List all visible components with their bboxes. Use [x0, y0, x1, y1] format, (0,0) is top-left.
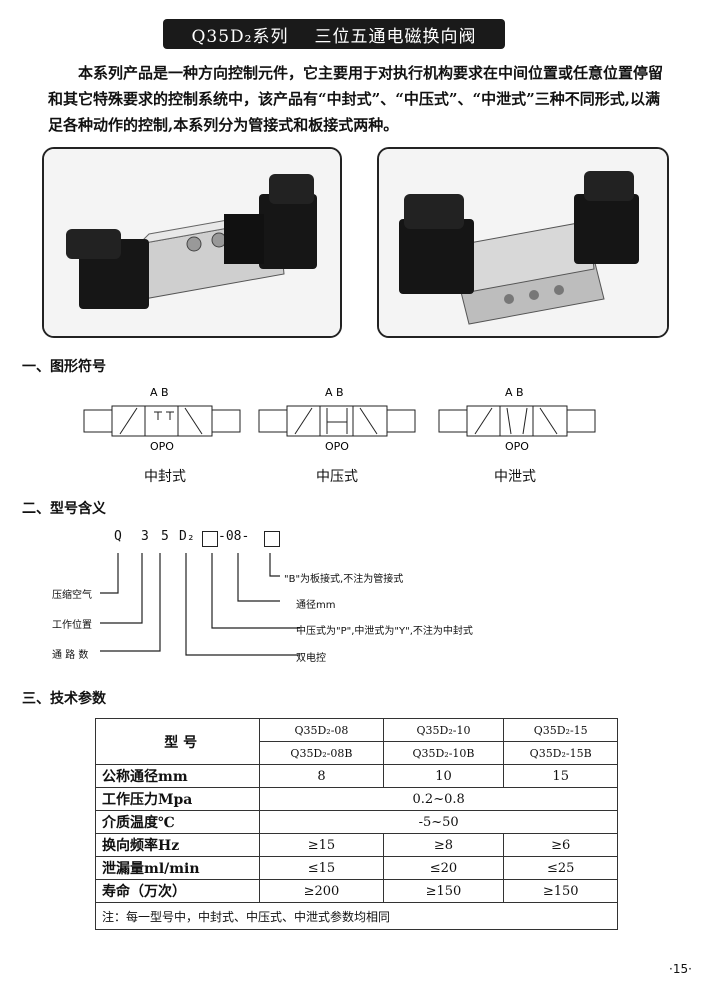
code-box-center [202, 531, 218, 547]
symbol-label-pressure: 中压式 [316, 469, 358, 485]
table-cell: ≤15 [259, 856, 384, 880]
row-label: 寿命（万次） [94, 879, 261, 903]
key-plate-type: "B"为板接式,不注为管接式 [284, 574, 404, 585]
key-center-type: 中压式为"P",中泄式为"Y",不注为中封式 [296, 626, 473, 637]
table-cell: 10 [382, 764, 505, 788]
table-row: 介质温度℃ -5~50 [94, 810, 618, 834]
title-series: Q35D₂系列 [191, 26, 289, 47]
table-cell: ≥200 [259, 879, 384, 903]
symbol-ports-bottom: OPO [325, 440, 349, 453]
product-photo-plate-type [377, 147, 669, 338]
model-top-08: Q35D₂-08 [259, 718, 384, 742]
table-note: 注：每一型号中，中封式、中压式、中泄式参数均相同 [95, 902, 618, 930]
table-cell: ≥150 [382, 879, 505, 903]
table-cell: ≤25 [503, 856, 618, 880]
section-model-heading: 二、型号含义 [22, 501, 106, 517]
row-label: 介质温度℃ [94, 810, 261, 834]
intro-paragraph: 本系列产品是一种方向控制元件，它主要用于对执行机构要求在中间位置或任意位置停留和… [48, 64, 664, 134]
table-cell: 15 [503, 764, 618, 788]
table-cell: ≥8 [382, 833, 505, 857]
page-number: ·15· [669, 962, 692, 976]
header-model-label: 型 号 [94, 718, 261, 765]
key-port-count: 通 路 数 [52, 650, 89, 661]
title-product: 三位五通电磁换向阀 [314, 26, 477, 47]
code-five: 5 [161, 529, 169, 544]
product-photo-pipe-type [42, 147, 342, 338]
code-box-plate [264, 531, 280, 547]
page-title: Q35D₂系列 三位五通电磁换向阀 [163, 19, 505, 49]
table-row: 寿命（万次） ≥200 ≥150 ≥150 [94, 879, 618, 903]
table-row: 换向频率Hz ≥15 ≥8 ≥6 [94, 833, 618, 857]
model-top-15: Q35D₂-15 [503, 718, 618, 742]
symbol-ports-bottom: OPO [150, 440, 174, 453]
section-tech-heading: 三、技术参数 [22, 691, 106, 707]
symbol-exhaust-center: A B OPO [438, 386, 596, 453]
key-working-position: 工作位置 [52, 620, 92, 631]
symbol-pressure-center: A B OPO [258, 386, 416, 453]
row-label: 换向频率Hz [94, 833, 261, 857]
table-row: 型 号 Q35D₂-08 Q35D₂-10 Q35D₂-15 [94, 718, 618, 765]
table-cell: 8 [259, 764, 384, 788]
key-compressed-air: 压缩空气 [52, 590, 92, 601]
model-code-leaders [100, 553, 300, 656]
table-cell: ≥15 [259, 833, 384, 857]
symbol-ports-top: A B [325, 386, 344, 399]
table-row: 工作压力Mpa 0.2~0.8 [94, 787, 618, 811]
key-diameter: 通径mm [296, 600, 336, 611]
table-row: 公称通径mm 8 10 15 [94, 764, 618, 788]
code-d2: D₂ [179, 529, 195, 544]
model-bottom-15b: Q35D₂-15B [503, 741, 618, 765]
table-row: 泄漏量ml/min ≤15 ≤20 ≤25 [94, 856, 618, 880]
table-cell: -5~50 [259, 810, 618, 834]
model-bottom-10b: Q35D₂-10B [382, 741, 505, 765]
symbol-ports-top: A B [150, 386, 169, 399]
table-cell: 0.2~0.8 [259, 787, 618, 811]
table-row: 注：每一型号中，中封式、中压式、中泄式参数均相同 [95, 902, 618, 930]
section-symbols-heading: 一、图形符号 [22, 359, 106, 375]
row-label: 泄漏量ml/min [94, 856, 261, 880]
symbol-closed-center: A B OPO [83, 386, 241, 453]
symbol-ports-bottom: OPO [505, 440, 529, 453]
key-dual-control: 双电控 [296, 653, 326, 664]
table-cell: ≤20 [382, 856, 505, 880]
row-label: 工作压力Mpa [94, 787, 261, 811]
spec-table: 型 号 Q35D₂-08 Q35D₂-10 Q35D₂-15 Q35D₂-08B… [94, 718, 618, 930]
code-dash-08: -08- [218, 529, 250, 544]
code-three: 3 [141, 529, 149, 544]
table-cell: ≥6 [503, 833, 618, 857]
table-cell: ≥150 [503, 879, 618, 903]
code-q: Q [114, 529, 122, 544]
model-bottom-08b: Q35D₂-08B [259, 741, 384, 765]
row-label: 公称通径mm [94, 764, 261, 788]
symbol-label-closed: 中封式 [144, 469, 186, 485]
symbol-ports-top: A B [505, 386, 524, 399]
symbol-label-exhaust: 中泄式 [494, 469, 536, 485]
model-top-10: Q35D₂-10 [382, 718, 505, 742]
